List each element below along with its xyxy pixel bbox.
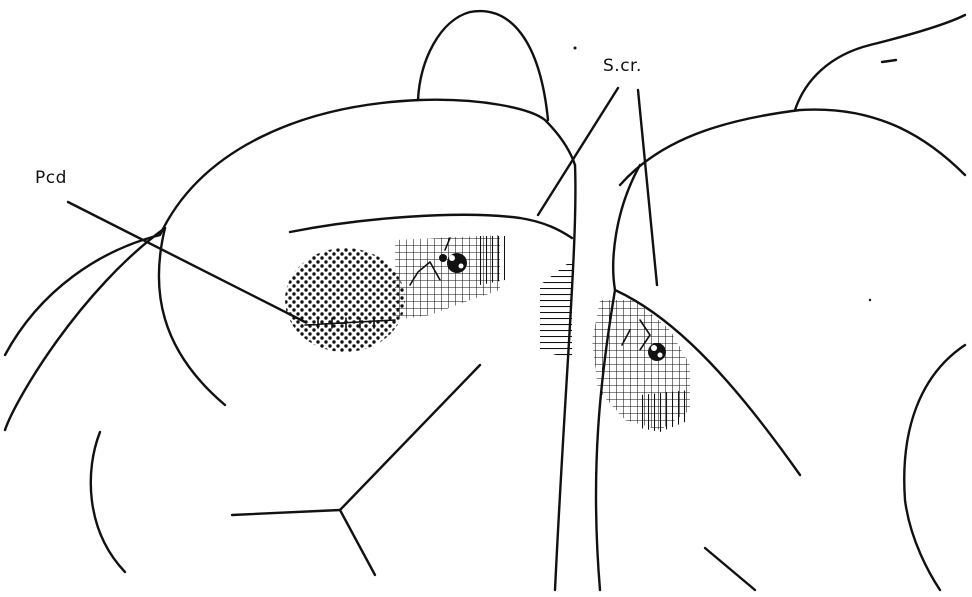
left-sulcus-upper bbox=[290, 215, 572, 238]
speck bbox=[574, 47, 577, 50]
y-sulcus-down bbox=[340, 510, 375, 575]
lesion-marker-right bbox=[648, 343, 666, 361]
speck bbox=[869, 299, 871, 301]
right-small-dash bbox=[882, 60, 896, 62]
right-outer-curve bbox=[904, 345, 965, 590]
pcd-pointer-line bbox=[68, 202, 305, 322]
right-top-gyrus bbox=[795, 15, 965, 110]
scr-pointer-right bbox=[638, 90, 657, 285]
left-lower-arc bbox=[91, 432, 125, 572]
y-sulcus-left bbox=[232, 510, 340, 515]
vline-region-right bbox=[640, 390, 690, 432]
label-pcd: Pcd bbox=[35, 168, 67, 188]
right-lower-sulcus bbox=[705, 548, 755, 590]
dotted-region bbox=[285, 248, 405, 352]
y-sulcus-stem bbox=[340, 365, 480, 510]
hatched-region-midline bbox=[540, 260, 572, 360]
right-hemisphere-outline bbox=[620, 110, 965, 185]
left-top-gyrus bbox=[418, 11, 548, 120]
left-outer-curve bbox=[5, 228, 165, 430]
grid-region-left-extension bbox=[480, 236, 505, 285]
scr-pointer-left bbox=[538, 88, 618, 215]
left-sulcus-curve bbox=[159, 228, 225, 405]
label-s-cr: S.cr. bbox=[603, 56, 642, 76]
